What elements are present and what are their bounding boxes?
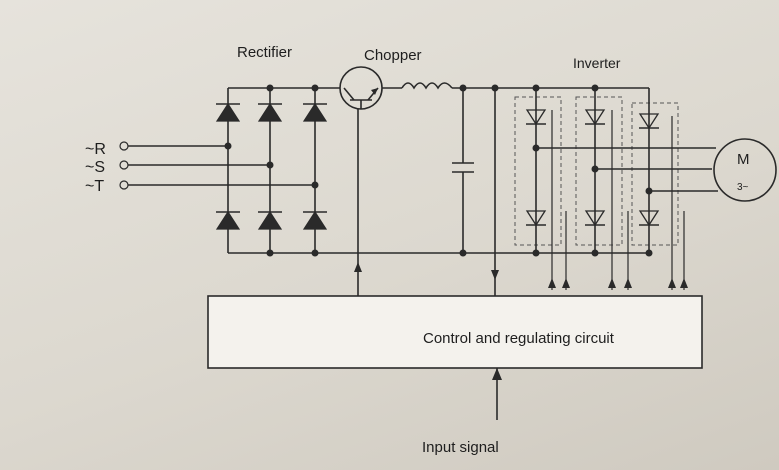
diode-icon [584,109,606,126]
phase-s-label: ~S [85,159,105,176]
motor-icon: M 3~ [713,138,777,202]
inverter-bridge [514,84,688,290]
inverter-label: Inverter [573,55,621,71]
diode-icon [525,109,547,126]
phase-r-label: ~R [85,141,106,158]
diode-icon [638,210,660,227]
control-box: Control and regulating circuit [207,295,703,369]
diode-icon [215,102,241,122]
inductor-icon [401,82,453,90]
diode-icon [257,210,283,230]
diode-icon [584,210,606,227]
diode-icon [257,102,283,122]
diode-icon [302,210,328,230]
diode-icon [215,210,241,230]
diode-icon [302,102,328,122]
terminal-r [119,141,129,151]
voltage-feedback-line [491,84,499,296]
terminal-s [119,160,129,170]
phase-t-label: ~T [85,178,104,195]
control-label: Control and regulating circuit [423,330,615,347]
rectifier-bridge [215,84,328,257]
chopper-transistor-icon [339,66,383,296]
inverter-module-2 [575,96,623,246]
terminal-t [119,180,129,190]
motor-m-label: M [737,151,750,168]
motor-phase-label: 3~ [737,182,749,193]
inverter-module-3 [631,102,679,246]
diode-icon [525,210,547,227]
phase-inputs: ~R ~S ~T [85,141,315,195]
chopper-label: Chopper [364,47,422,64]
rectifier-label: Rectifier [237,44,292,61]
input-signal-label: Input signal [422,439,499,456]
diode-icon [638,113,660,130]
capacitor-icon [452,84,474,257]
input-signal: Input signal [422,368,502,456]
inverter-module-1 [514,96,562,246]
